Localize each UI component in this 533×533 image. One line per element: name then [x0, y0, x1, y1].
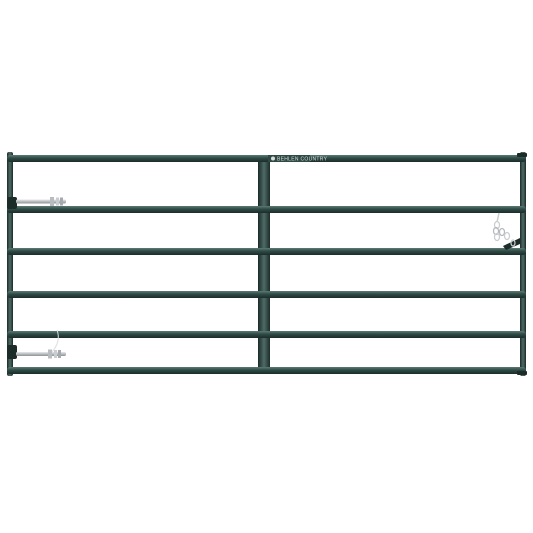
right-post-caps [517, 153, 527, 375]
center-brace [258, 157, 270, 371]
rail-6 [7, 367, 526, 374]
left-post [7, 152, 13, 376]
brand-logo: BEHLEN COUNTRY [268, 155, 328, 163]
rail-1 [7, 155, 526, 162]
rail-5 [7, 331, 526, 338]
latch-chain-icon [492, 212, 520, 250]
gate [7, 152, 527, 376]
brand-label: BEHLEN COUNTRY [277, 157, 328, 163]
rail-4 [7, 291, 526, 298]
rail-3 [7, 248, 526, 255]
hinge-bolt-icon [7, 329, 66, 359]
rail-2 [7, 206, 526, 213]
right-post [520, 152, 526, 376]
hinge-bolt-icon [7, 197, 66, 209]
